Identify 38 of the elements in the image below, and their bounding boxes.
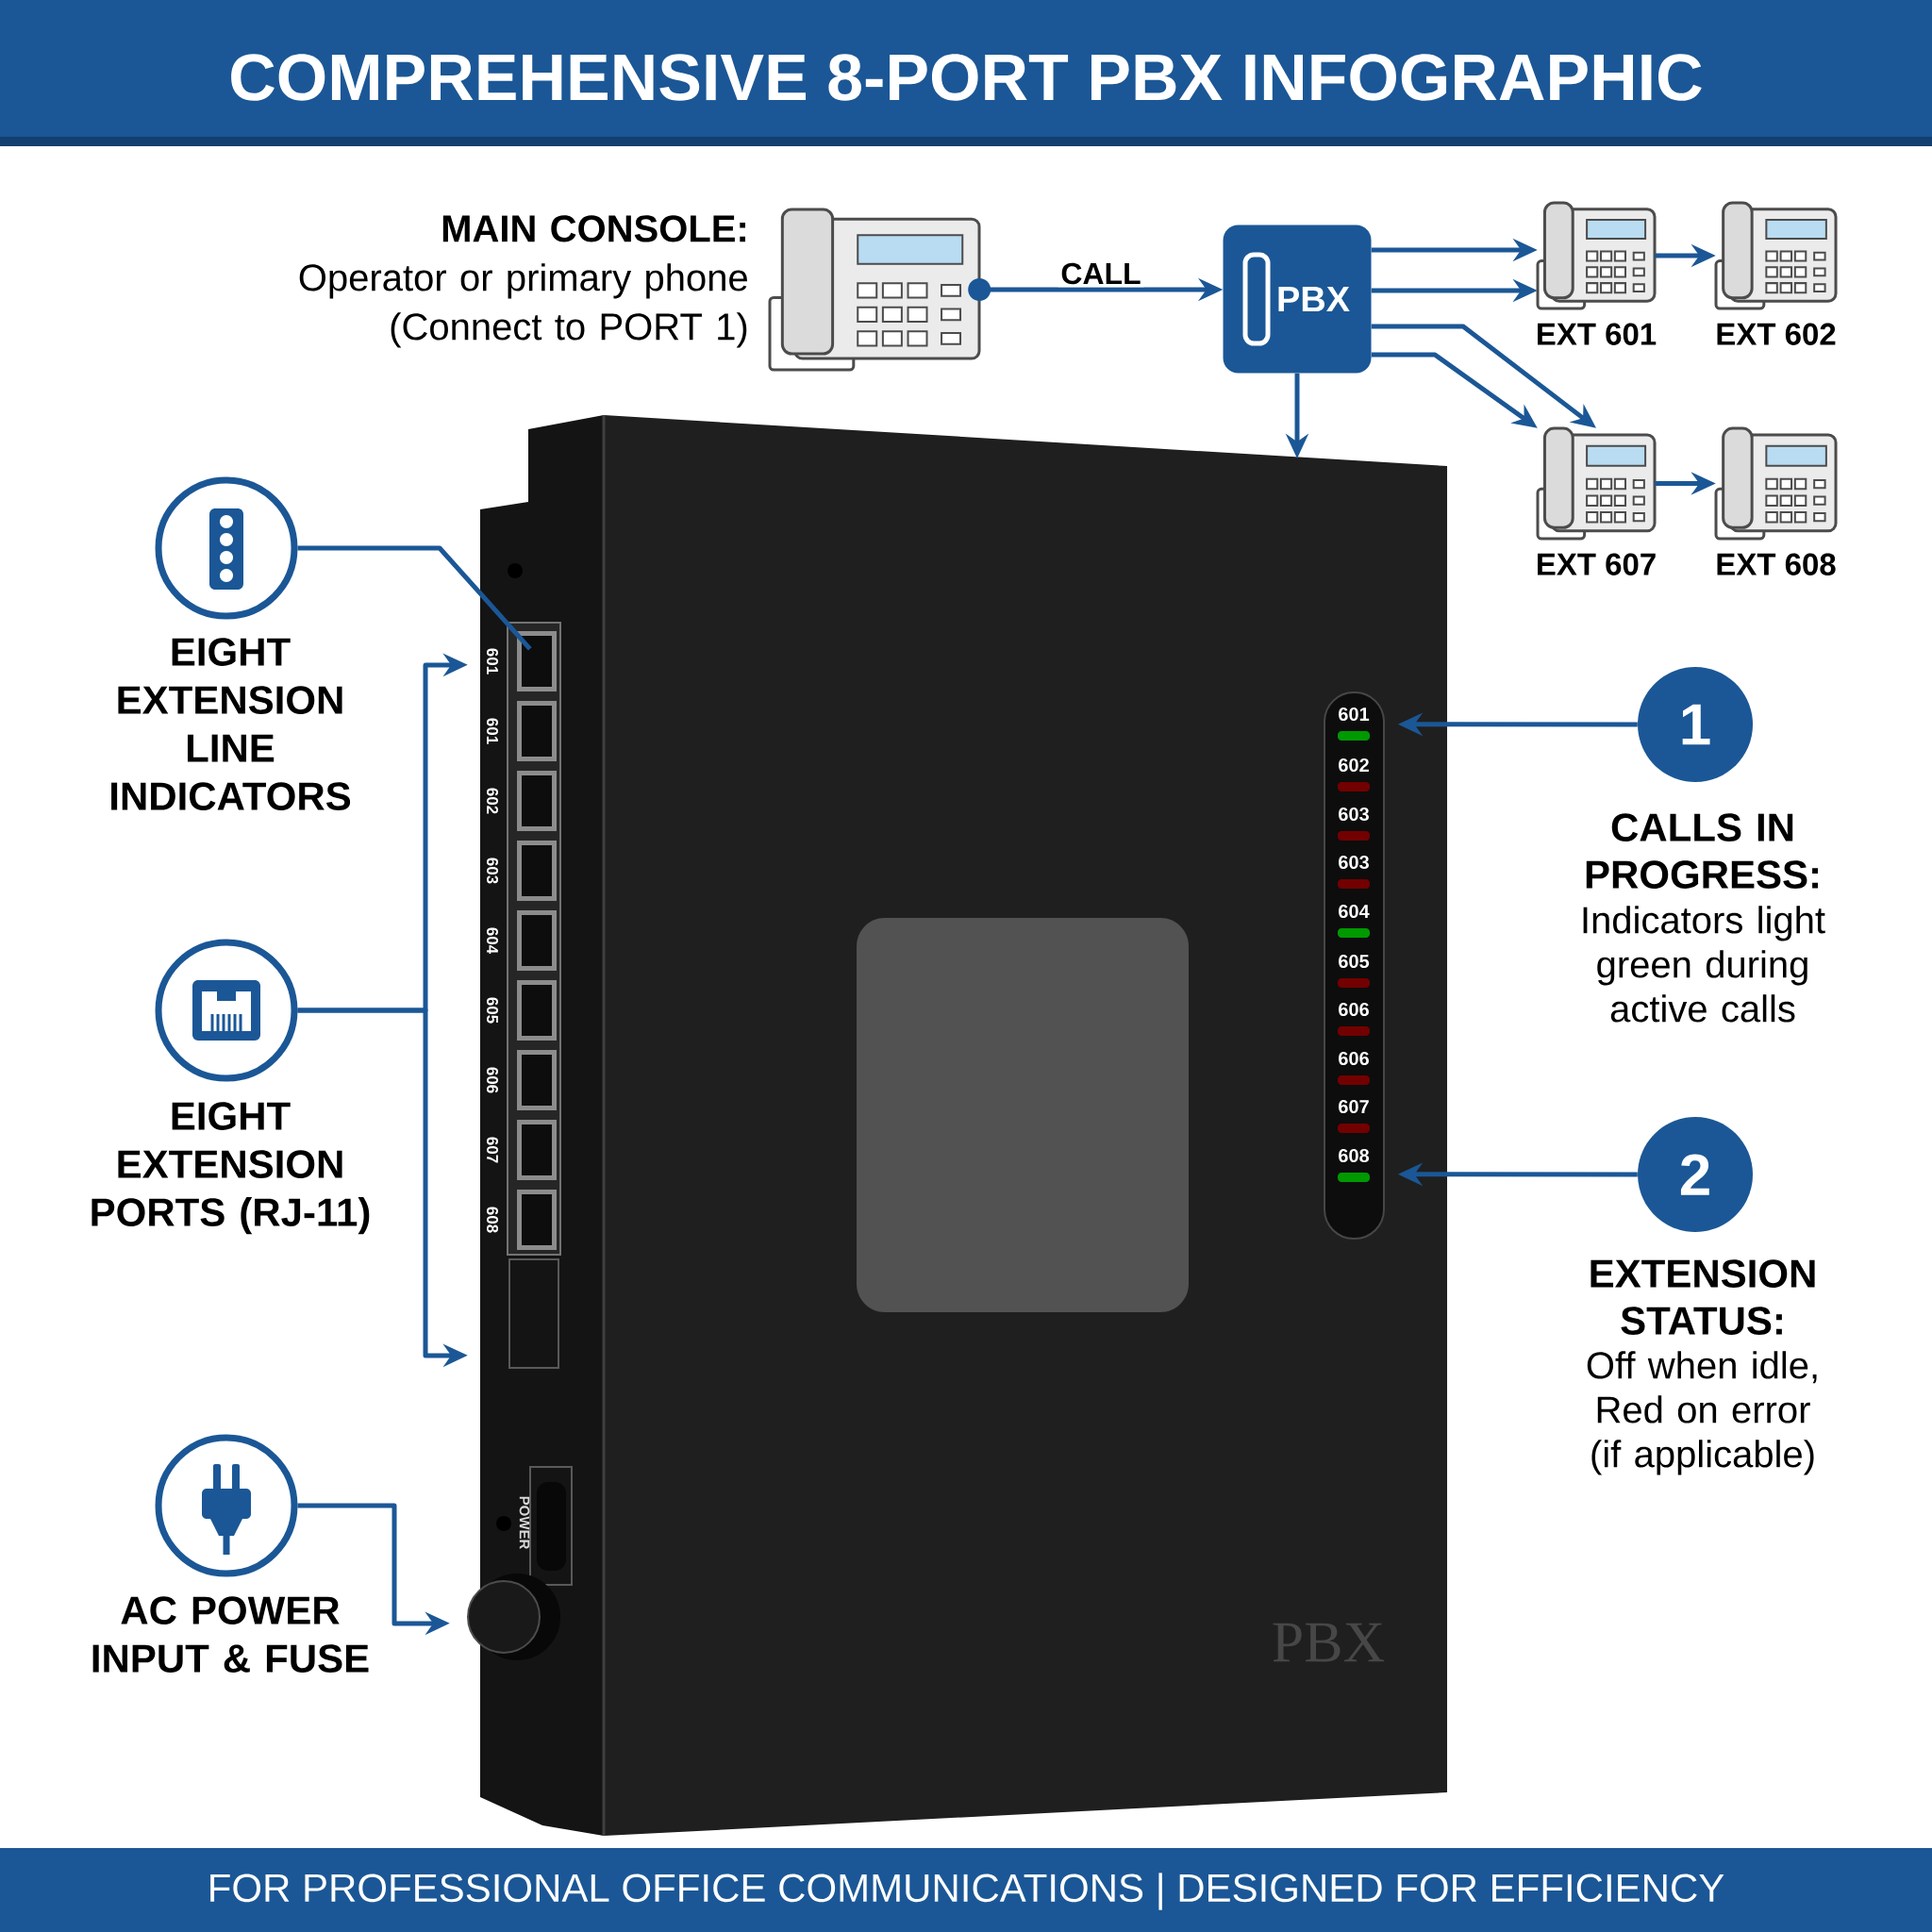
led-number: 606 [1339,1002,1369,1017]
led-number: 601 [1339,707,1370,722]
extension-label: EXT 601 [1538,323,1657,345]
port-number: 607 [487,1137,499,1163]
callout-heading: EXTENSION STATUS: [1591,1259,1815,1335]
extension-label: EXT 607 [1538,553,1656,575]
port-number: 606 [487,1067,499,1093]
extension-label: EXT 602 [1717,323,1836,345]
port-number: 605 [487,997,499,1024]
pbx-device-drawing [467,415,1447,1836]
port-number: 603 [487,858,499,884]
port-number: 601 [487,718,499,744]
port-number: 608 [487,1207,499,1233]
port-number: 604 [487,927,499,955]
port-number: 601 [487,648,499,675]
console-label: MAIN CONSOLE: Operator or primary phone (Connect to PORT 1) [299,215,747,348]
extension-label: EXT 608 [1717,553,1836,575]
title-banner: COMPREHENSIVE 8-PORT PBX INFOGRAPHIC [0,0,1932,146]
led-number: 605 [1339,954,1370,969]
feature-caption: EIGHT EXTENSION LINE INDICATORS [111,638,351,810]
led-number: 606 [1339,1051,1369,1066]
callout-text: Off when idle, Red on error (if applicable) [1587,1351,1817,1475]
pbx-box: PBX [1223,225,1372,374]
led-number: 603 [1339,807,1369,822]
led-number: 607 [1339,1099,1369,1114]
edge-label: CALL [1058,259,1144,288]
feature-caption: AC POWER INPUT & FUSE [92,1596,369,1673]
footer-banner: FOR PROFESSIONAL OFFICE COMMUNICATIONS | DESIGNED FOR EFFICIENCY [0,1848,1932,1932]
led-number: 602 [1339,758,1369,773]
power-label: POWER [519,1496,530,1550]
led-number: 608 [1339,1148,1370,1163]
callout-text: Indicators light green during active calls [1583,906,1825,1023]
desk-phone-drawing [768,208,981,372]
led-number: 604 [1339,904,1370,919]
feature-caption: EIGHT EXTENSION PORTS (RJ-11) [92,1102,370,1235]
callout-heading: CALLS IN PROGRESS: [1586,813,1818,889]
led-number: 603 [1339,855,1369,870]
port-number: 602 [487,788,499,814]
